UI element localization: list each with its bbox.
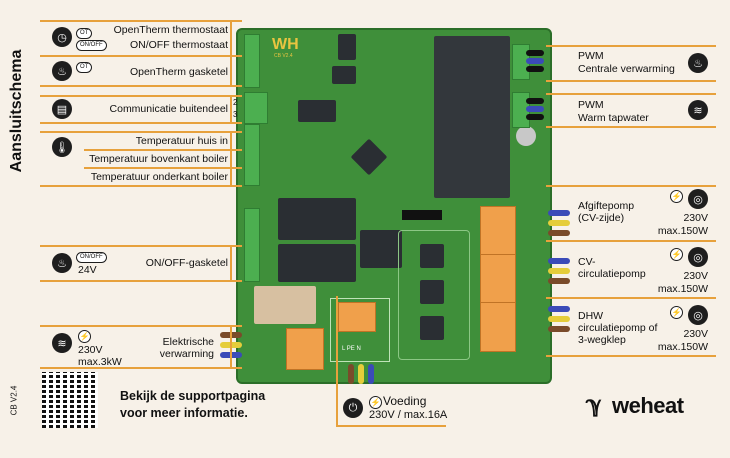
version-label: CB V2.4 [9, 385, 19, 416]
pump-icon: ◎ [688, 189, 708, 209]
elektrische-power: max.3kW [78, 356, 122, 368]
opentherm-thermostat-label: OpenTherm thermostaat [113, 24, 228, 36]
elektrische-label-2: verwarming [159, 348, 214, 360]
thermostat-icon: ◷ [52, 27, 72, 47]
support-qr-code[interactable] [42, 372, 98, 428]
afgiftepomp-power: max.150W [657, 225, 708, 237]
onoff-badge-2: ON/OFF [76, 252, 107, 263]
opentherm-badge-2: OT [76, 62, 93, 73]
afgiftepomp-voltage: 230V [683, 212, 708, 224]
board-logo: WH [272, 36, 299, 53]
power-bolt-icon-2: ⚡ [670, 190, 683, 203]
dhw-label-1: DHW [578, 310, 604, 322]
communication-icon: ▤ [52, 99, 72, 119]
cv-voltage: 230V [683, 270, 708, 282]
voeding-spec: 230V / max.16A [369, 409, 448, 421]
support-text-2: voor meer informatie. [120, 406, 248, 420]
weheat-logo-icon: ℽ [586, 392, 603, 417]
heating-icon: ≋ [52, 333, 72, 353]
power-bolt-icon-5: ⚡ [369, 396, 382, 409]
thermometer-icon: 🌡 [52, 137, 72, 157]
afgiftepomp-label-2: (CV-zijde) [578, 212, 625, 224]
gasketel-voltage: 24V [78, 264, 97, 276]
warm-tapwater-label: Warm tapwater [578, 112, 649, 124]
flame-icon: ♨ [52, 61, 72, 81]
onoff-thermostat-label: ON/OFF thermostaat [129, 39, 228, 51]
dhw-voltage: 230V [683, 328, 708, 340]
brand-name: weheat [612, 393, 684, 418]
temp-huis-label: Temperatuur huis in [135, 135, 228, 147]
pwm-label-1: PWM [578, 50, 604, 62]
board-terminal-label: L PE N [342, 346, 361, 352]
opentherm-gasketel-label: OpenTherm gasketel [129, 66, 228, 78]
terminal-number-2: 2 [233, 98, 238, 107]
power-bolt-icon-4: ⚡ [670, 306, 683, 319]
flame-icon-3: ♨ [688, 53, 708, 73]
cv-label-1: CV- [578, 256, 596, 268]
elektrische-voltage: 230V [78, 344, 103, 356]
onoff-badge: ON/OFF [76, 40, 107, 51]
elektrische-label-1: Elektrische [162, 336, 214, 348]
terminal-number-3: 3 [233, 110, 238, 119]
opentherm-badge: OT [76, 28, 93, 39]
plug-icon: ⏻ [343, 398, 363, 418]
temp-boven-label: Temperatuur bovenkant boiler [89, 153, 228, 165]
onoff-gasketel-label: ON/OFF-gasketel [145, 257, 228, 269]
temp-onder-label: Temperatuur onderkant boiler [90, 171, 228, 183]
diagram-title: Aansluitschema [8, 49, 25, 173]
support-text-1: Bekijk de supportpagina [120, 389, 266, 403]
afgiftepomp-label-1: Afgiftepomp [578, 200, 635, 212]
cv-label-2: circulatiepomp [578, 268, 646, 280]
communicatie-buitendeel-label: Communicatie buitendeel [109, 103, 228, 115]
voeding-label: Voeding [383, 394, 427, 408]
dhw-label-3: 3-wegklep [578, 334, 626, 346]
heating-icon-2: ≋ [688, 100, 708, 120]
centrale-verwarming-label: Centrale verwarming [578, 63, 675, 75]
cv-power: max.150W [657, 283, 708, 295]
power-bolt-icon-3: ⚡ [670, 248, 683, 261]
power-bolt-icon: ⚡ [78, 330, 91, 343]
dhw-label-2: circulatiepomp of [578, 322, 658, 334]
dhw-power: max.150W [657, 341, 708, 353]
flame-icon-2: ♨ [52, 253, 72, 273]
pump-icon-2: ◎ [688, 247, 708, 267]
pump-icon-3: ◎ [688, 305, 708, 325]
board-version: CB V2.4 [274, 53, 293, 59]
circuit-board: WH CB V2.4 L PE N [236, 28, 552, 384]
pwm-label-2: PWM [578, 99, 604, 111]
